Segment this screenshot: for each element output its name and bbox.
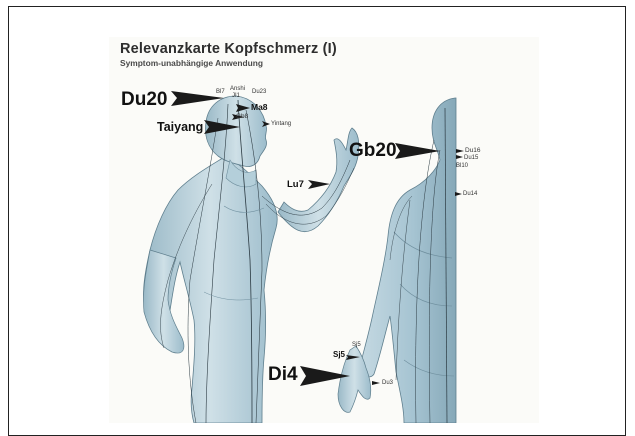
label-di4: Di4	[268, 365, 298, 384]
label-yintang: Yintang	[271, 121, 291, 127]
arrow-lu7	[308, 180, 330, 189]
label-anshi: Anshi	[230, 86, 245, 92]
arrow-du15	[456, 155, 463, 159]
label-bl10: Bl10	[456, 163, 468, 169]
label-du20: Du20	[121, 90, 167, 109]
label-du16: Du16	[465, 148, 481, 155]
label-sj-small: Sj5	[352, 342, 361, 348]
label-du23: Du23	[252, 89, 266, 95]
label-taiyang: Taiyang	[157, 121, 203, 134]
label-gb20: Gb20	[349, 141, 397, 160]
page-title: Relevanzkarte Kopfschmerz (I)	[120, 41, 337, 57]
label-du14: Du14	[463, 191, 477, 197]
label-lu7: Lu7	[287, 180, 304, 190]
label-du3: Du3	[382, 380, 393, 386]
arrow-du14	[455, 192, 462, 196]
label-gb8: Gb8	[236, 114, 248, 121]
label-du15: Du15	[464, 155, 478, 161]
arrow-du3	[372, 381, 380, 385]
label-ma8: Ma8	[251, 103, 268, 112]
anatomy-illustration	[0, 0, 635, 423]
label-sj5: Sj5	[333, 351, 345, 359]
arrow-du16	[456, 149, 464, 153]
label-ji1: JI1	[232, 93, 240, 99]
label-bl7: Bl7	[216, 89, 225, 95]
page-subtitle: Symptom-unabhängige Anwendung	[120, 58, 263, 68]
arrow-gb20	[395, 143, 440, 159]
